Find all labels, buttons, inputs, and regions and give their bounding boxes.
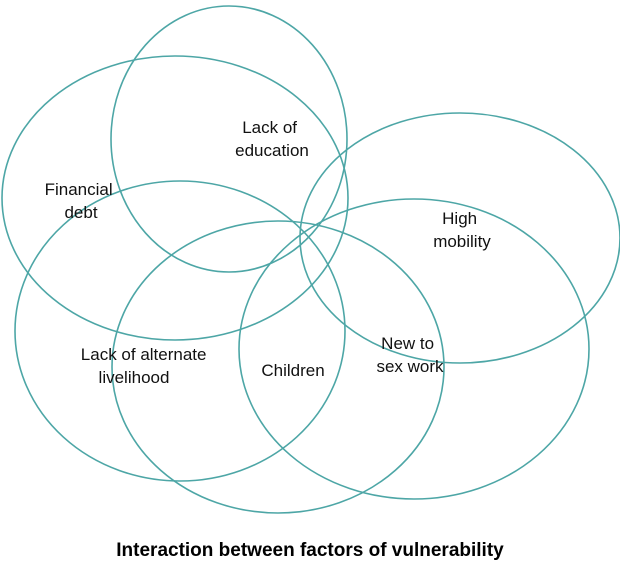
label-financial-debt: Financial debt: [45, 180, 118, 222]
circle-new-to-sex-work: [238, 198, 590, 500]
label-children: Children: [261, 361, 324, 380]
circle-financial-debt: [1, 55, 349, 341]
label-high-mobility: High mobility: [433, 209, 491, 251]
label-lack-of-education: Lack of education: [235, 118, 309, 160]
circle-lack-of-education: [110, 5, 348, 273]
diagram-title: Interaction between factors of vulnerabi…: [116, 540, 504, 561]
label-lack-of-alternate-livelihood: Lack of alternate livelihood: [81, 345, 211, 387]
factor-circles: [1, 5, 620, 514]
circle-high-mobility: [299, 112, 620, 364]
circle-children: [111, 220, 445, 514]
label-new-to-sex-work: New to sex work: [376, 334, 444, 376]
circle-lack-of-alternate-livelihood: [14, 180, 346, 482]
